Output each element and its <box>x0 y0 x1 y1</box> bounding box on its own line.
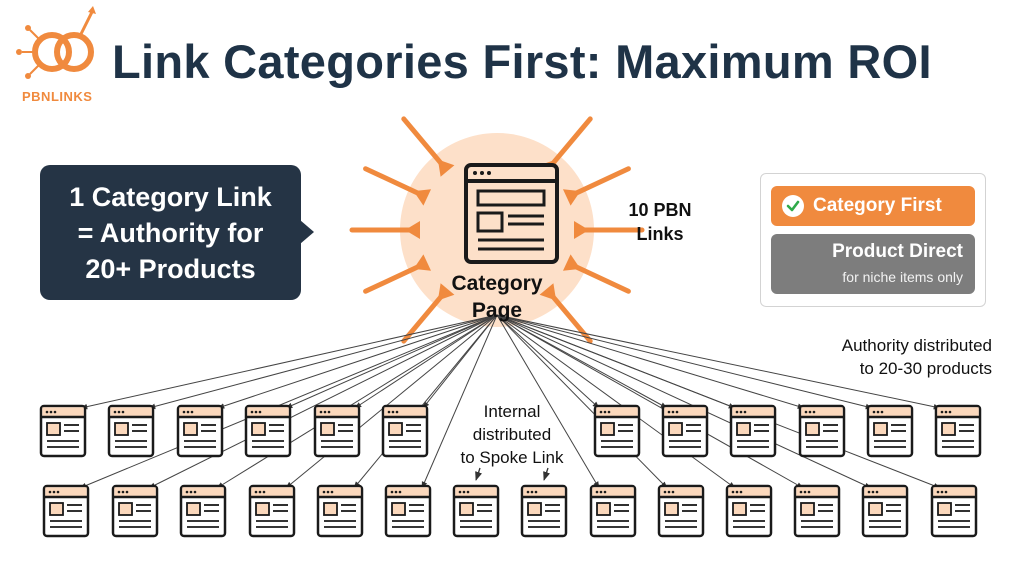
web-page-icon <box>520 484 568 538</box>
category-first-label: Category First <box>813 195 942 216</box>
distribution-lines <box>79 314 941 489</box>
category-label-line: Category <box>451 272 543 295</box>
distribution-line <box>496 314 872 489</box>
pbn-link-arrow <box>349 221 420 239</box>
web-page-icon <box>381 404 429 458</box>
callout-box: 1 Category Link = Authority for 20+ Prod… <box>40 165 301 300</box>
distribution-line <box>79 314 498 489</box>
callout-pointer <box>300 220 314 244</box>
internal-note-line: distributed <box>472 425 552 444</box>
internal-arrow <box>475 467 483 481</box>
category-page-label: Category Page <box>427 270 567 324</box>
web-page-icon <box>593 404 641 458</box>
pbn-link-arrow <box>562 254 631 294</box>
callout-line: 1 Category Link <box>69 181 272 212</box>
web-page-icon <box>725 484 773 538</box>
pbn-links-label: 10 PBN Links <box>620 198 700 246</box>
internal-note: Internal distributed to Spoke Link <box>440 400 584 469</box>
callout-line: 20+ Products <box>85 253 256 284</box>
web-page-icon <box>179 484 227 538</box>
web-page-icon <box>107 404 155 458</box>
internal-note-line: to Spoke Link <box>460 448 564 467</box>
distribution-line <box>496 314 668 489</box>
web-page-icon <box>930 484 978 538</box>
pbn-link-arrow <box>363 166 432 206</box>
web-page-icon <box>248 484 296 538</box>
product-direct-sublabel: for niche items only <box>842 269 963 285</box>
web-page-icon <box>452 484 500 538</box>
web-page-icon <box>661 404 709 458</box>
web-page-icon <box>866 404 914 458</box>
check-icon <box>782 195 804 217</box>
distribution-line <box>354 314 498 409</box>
web-page-icon <box>316 484 364 538</box>
pbnlinks-logo-icon <box>16 6 96 79</box>
product-pages-grid <box>39 404 982 538</box>
web-page-icon <box>39 404 87 458</box>
category-label-line: Page <box>471 299 523 322</box>
web-page-icon <box>793 484 841 538</box>
distribution-line <box>496 314 804 489</box>
distribution-line <box>496 314 600 409</box>
strategy-legend: Category First Product Direct for niche … <box>760 173 986 307</box>
pbn-link-arrow <box>574 221 645 239</box>
authority-note: Authority distributed to 20-30 products <box>770 334 992 380</box>
distribution-line <box>496 314 941 489</box>
pbn-label-line: Links <box>636 224 684 244</box>
pbn-link-arrow <box>562 166 631 206</box>
distribution-line <box>148 314 498 410</box>
distribution-line <box>496 314 600 489</box>
product-direct-label: Product Direct <box>832 241 963 262</box>
internal-arrow <box>543 467 551 481</box>
web-page-icon <box>589 484 637 538</box>
distribution-line <box>421 314 498 489</box>
web-page-icon <box>798 404 846 458</box>
web-page-icon <box>861 484 909 538</box>
web-page-icon <box>384 484 432 538</box>
web-page-icon <box>657 484 705 538</box>
product-direct-option: Product Direct for niche items only <box>771 234 975 294</box>
web-page-icon <box>729 404 777 458</box>
web-page-icon <box>934 404 982 458</box>
distribution-line <box>216 314 498 489</box>
distribution-line <box>217 314 498 409</box>
pbn-link-arrow <box>401 116 455 177</box>
pbn-link-arrow <box>363 254 432 294</box>
distribution-line <box>353 314 498 489</box>
logo-brand-text: PBNLINKS <box>22 89 93 104</box>
pbn-label-line: 10 PBN <box>628 200 692 220</box>
internal-note-line: Internal <box>483 402 541 421</box>
page-title: Link Categories First: Maximum ROI <box>112 35 932 88</box>
category-page-icon <box>464 163 559 264</box>
distribution-line <box>496 314 873 410</box>
authority-note-line: to 20-30 products <box>859 359 992 378</box>
web-page-icon <box>42 484 90 538</box>
authority-note-line: Authority distributed <box>841 336 992 355</box>
category-first-option: Category First <box>771 186 975 226</box>
distribution-line <box>496 314 805 409</box>
distribution-line <box>285 314 498 489</box>
distribution-line <box>80 314 498 410</box>
web-page-icon <box>244 404 292 458</box>
distribution-line <box>496 314 736 489</box>
distribution-line <box>496 314 941 410</box>
web-page-icon <box>176 404 224 458</box>
web-page-icon <box>111 484 159 538</box>
distribution-line <box>285 314 498 409</box>
pbn-link-arrow <box>401 283 455 344</box>
web-page-icon <box>313 404 361 458</box>
distribution-line <box>148 314 498 489</box>
callout-line: = Authority for <box>77 217 264 248</box>
